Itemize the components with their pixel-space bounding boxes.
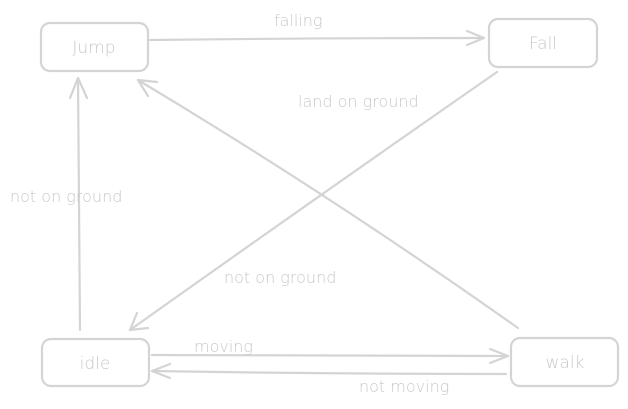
edge-idle-to-jump[interactable]: not on ground bbox=[10, 76, 122, 332]
edge-idle-to-walk-label: moving bbox=[194, 337, 253, 356]
edge-fall-to-idle-label: land on ground bbox=[298, 92, 419, 111]
node-walk-label: walk bbox=[546, 353, 585, 373]
node-fall[interactable]: Fall bbox=[487, 17, 599, 69]
node-fall-label: Fall bbox=[529, 34, 557, 54]
edge-idle-to-jump-arrowhead bbox=[68, 76, 89, 100]
edge-walk-to-idle-label: not moving bbox=[359, 377, 449, 396]
edge-fall-to-idle-arrowhead bbox=[128, 311, 150, 332]
edge-fall-to-idle-line bbox=[128, 70, 499, 332]
edge-idle-to-jump-label: not on ground bbox=[10, 187, 122, 206]
node-jump-label: Jump bbox=[72, 38, 115, 58]
edge-walk-to-idle-line bbox=[150, 369, 508, 376]
edge-walk-to-idle[interactable]: not moving bbox=[150, 362, 508, 396]
edge-walk-to-jump-line bbox=[136, 78, 520, 330]
edge-jump-to-fall-label: falling bbox=[274, 11, 323, 30]
node-idle-label: idle bbox=[80, 354, 111, 374]
edge-jump-to-fall[interactable]: falling bbox=[148, 11, 486, 47]
node-idle[interactable]: idle bbox=[40, 337, 151, 388]
edge-jump-to-fall-arrowhead bbox=[465, 29, 486, 47]
edge-jump-to-fall-line bbox=[148, 36, 486, 42]
edge-walk-to-jump[interactable]: not on ground bbox=[136, 78, 520, 330]
node-walk-box bbox=[509, 336, 620, 388]
edge-walk-to-jump-arrowhead bbox=[136, 78, 159, 98]
edge-idle-to-walk-line bbox=[150, 353, 510, 358]
edge-walk-to-idle-arrowhead bbox=[150, 362, 172, 380]
node-walk[interactable]: walk bbox=[509, 336, 620, 388]
edge-fall-to-idle[interactable]: land on ground bbox=[128, 70, 499, 332]
edge-idle-to-walk-arrowhead bbox=[488, 347, 510, 365]
node-idle-box bbox=[40, 337, 151, 388]
edge-walk-to-jump-label: not on ground bbox=[224, 268, 336, 287]
node-fall-box bbox=[487, 17, 599, 69]
node-jump[interactable]: Jump bbox=[39, 21, 150, 73]
edge-idle-to-walk[interactable]: moving bbox=[150, 337, 510, 365]
node-jump-box bbox=[39, 21, 150, 73]
edge-idle-to-jump-line bbox=[76, 76, 82, 332]
